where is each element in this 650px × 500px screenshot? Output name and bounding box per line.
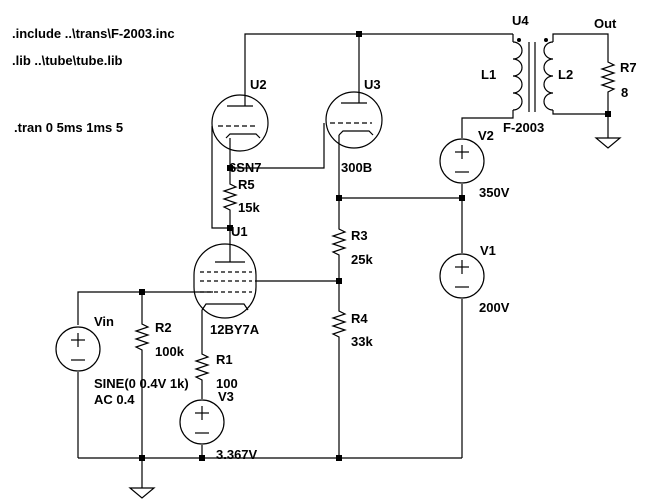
wire-u3-grid [230,123,325,169]
junction [459,195,465,201]
junction [139,455,145,461]
label-r2: R2 [155,320,172,335]
cathode [201,303,249,311]
label-u4: U4 [512,13,529,28]
resistor-r4 [331,306,347,350]
junction [199,455,205,461]
label-u1: U1 [231,224,248,239]
label-u2: U2 [250,77,267,92]
tube-envelope [211,94,269,152]
ground-symbol [594,137,622,149]
label-v2: V2 [478,128,494,143]
source-circle [179,399,225,445]
resistor-r1 [194,350,210,385]
label-r3-value: 25k [351,252,373,267]
label-u3-value: 300B [341,160,372,175]
resistor-r7 [600,58,616,104]
label-v2-value: 350V [479,185,510,200]
junction [336,455,342,461]
wire-l1-v2 [461,110,514,138]
tube-u1 [193,243,257,319]
label-r7-value: 8 [621,85,628,100]
wire-top-rail [244,33,513,100]
source-circle [439,253,485,299]
junction [139,289,145,295]
label-l2: L2 [558,67,573,82]
source-circle [439,138,485,184]
wire-sec-bottom [552,104,609,115]
wire-input [77,291,213,325]
source-v2 [439,138,485,184]
label-r4-value: 33k [351,334,373,349]
secondary-coil-l2 [543,41,554,111]
junction [356,31,362,37]
label-r1-value: 100 [216,376,238,391]
label-out: Out [594,16,617,31]
label-u2-value: 6SN7 [229,160,262,175]
label-v3: V3 [218,389,234,404]
label-r5-value: 15k [238,200,260,215]
primary-coil-l1 [512,41,523,111]
label-l1: L1 [481,67,496,82]
source-circle [55,326,101,372]
wire-u2-grid [211,126,230,229]
source-v1 [439,253,485,299]
resistor-r2 [134,318,150,365]
label-r2-value: 100k [155,344,185,359]
resistor-r3 [331,224,347,270]
labels: .include ..\trans\F-2003.inc .lib ..\tub… [12,13,637,462]
include-directive: .include ..\trans\F-2003.inc [12,26,175,41]
label-v1-value: 200V [479,300,510,315]
junction [227,225,233,231]
phase-dot [517,38,521,42]
junctions [139,31,611,461]
phase-dot [544,38,548,42]
cathode [225,133,261,139]
junction [336,278,342,284]
tube-u2 [211,94,269,152]
tube-u3 [325,91,383,149]
label-u3: U3 [364,77,381,92]
resistor-r5 [222,180,238,216]
label-v3-value: 3.367V [216,447,258,462]
label-r4: R4 [351,311,368,326]
label-r1: R1 [216,352,233,367]
tran-directive: .tran 0 5ms 1ms 5 [14,120,123,135]
label-r5: R5 [238,177,255,192]
wires [77,33,609,488]
label-vin-sine: SINE(0 0.4V 1k) [94,376,189,391]
label-r3: R3 [351,228,368,243]
source-v3 [179,399,225,445]
label-v1: V1 [480,243,496,258]
cathode [338,130,374,136]
label-vin-ac: AC 0.4 [94,392,135,407]
label-r7: R7 [620,60,637,75]
transformer-u4 [512,38,554,112]
label-u4-value: F-2003 [503,120,544,135]
junction [227,165,233,171]
junction [605,111,611,117]
tube-envelope [193,243,257,319]
lib-directive: .lib ..\tube\tube.lib [12,53,123,68]
wire-sec-top [552,33,609,58]
label-vin: Vin [94,314,114,329]
junction [336,195,342,201]
label-u1-value: 12BY7A [210,322,260,337]
source-vin [55,326,101,372]
tube-envelope [325,91,383,149]
ground-symbol [128,487,156,499]
